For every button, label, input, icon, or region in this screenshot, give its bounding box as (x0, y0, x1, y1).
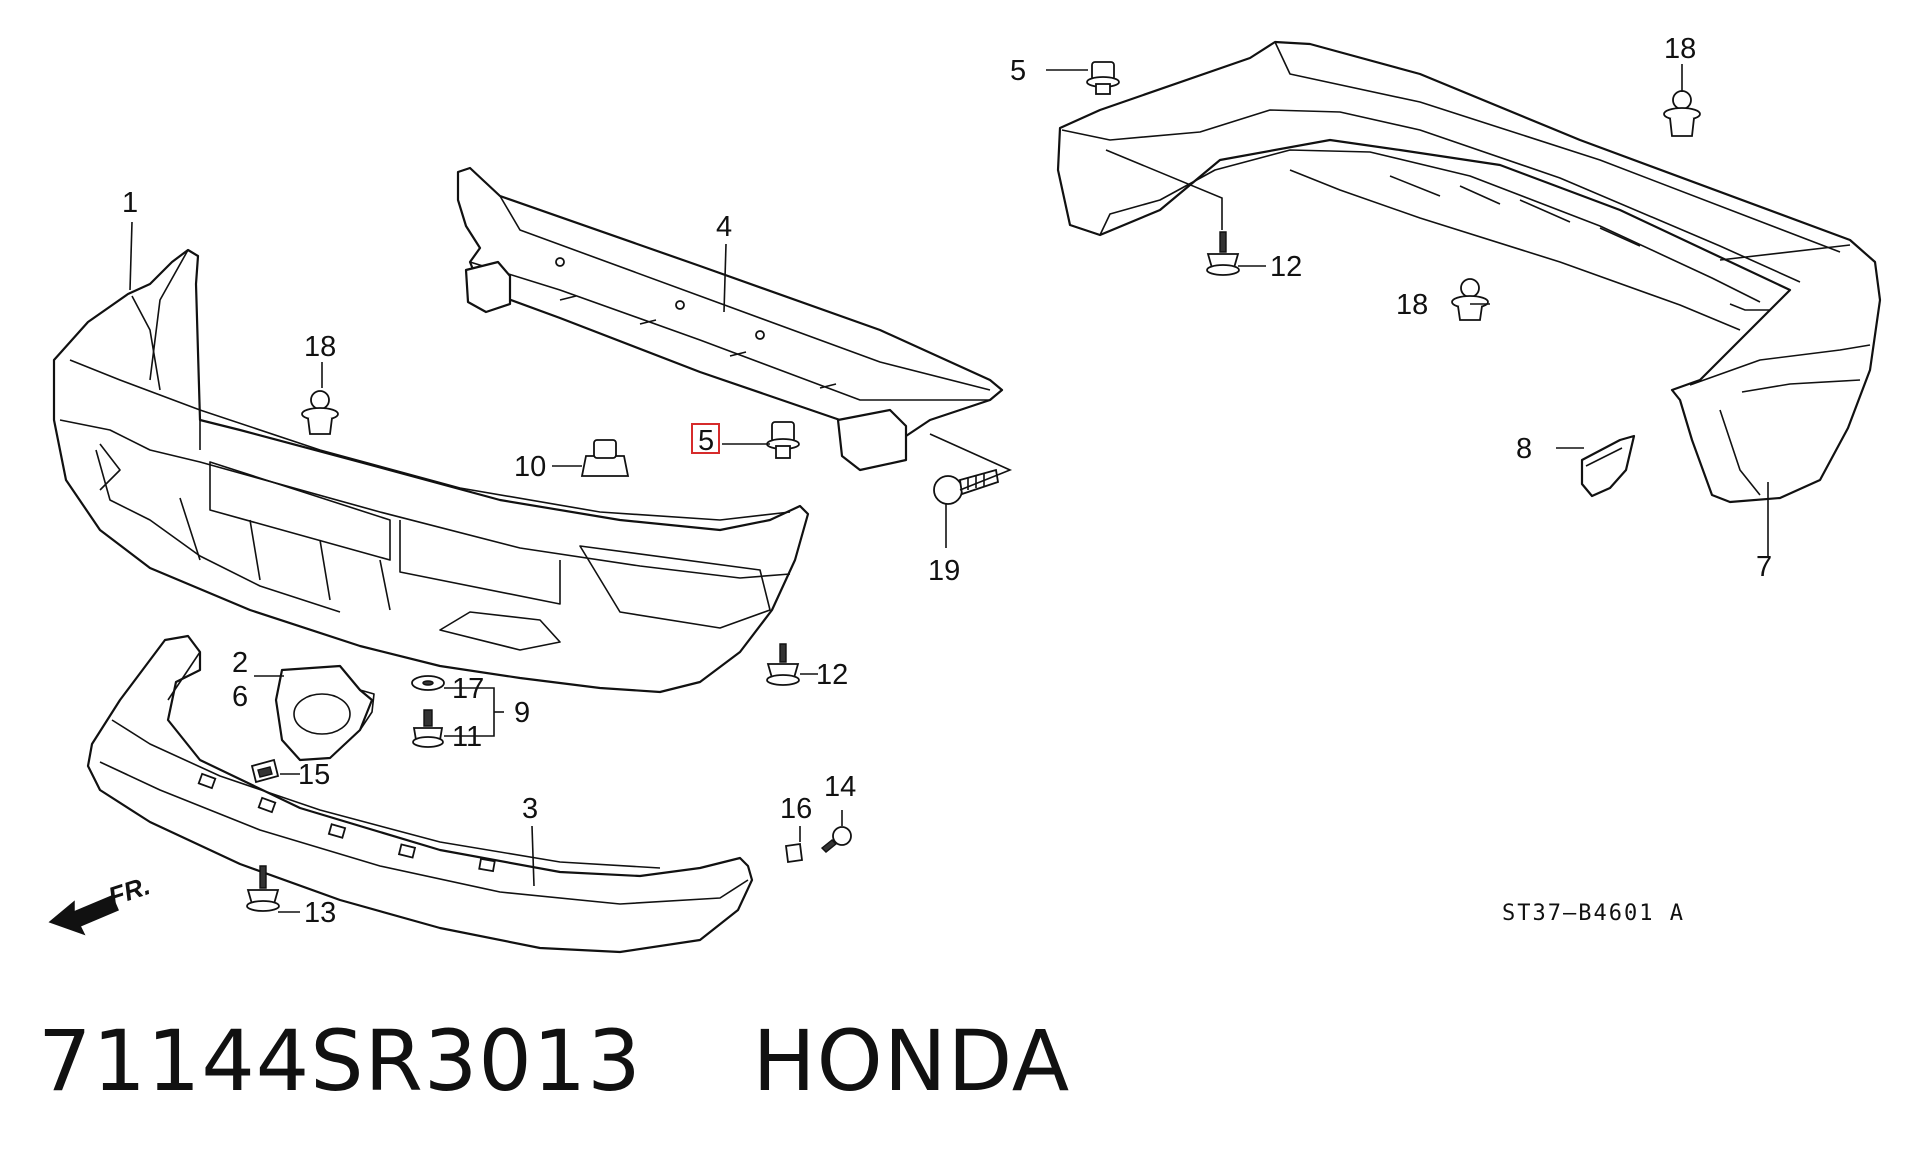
callout-label: 16 (780, 793, 812, 825)
callout-label: 12 (816, 659, 848, 691)
callout-label: 17 (452, 673, 484, 705)
rear-bumper-face (1056, 40, 1882, 504)
push-clip-icon (1663, 90, 1701, 137)
callout-label: 10 (514, 451, 546, 483)
clip-nut-icon (784, 842, 804, 864)
fog-light-bezel (274, 664, 375, 762)
callout-label: 18 (1396, 289, 1428, 321)
clip-icon (1086, 61, 1120, 95)
push-clip-icon (301, 390, 339, 435)
diagram-code: ST37–B4601 A (1502, 901, 1685, 926)
callout-label: 6 (232, 681, 248, 713)
front-bumper-face (52, 248, 810, 694)
washer-icon (411, 675, 445, 691)
screw-icon (246, 865, 280, 912)
front-direction-marker: FR. (48, 870, 154, 936)
front-reinforcement-beam (456, 166, 1004, 472)
clip-nut-icon (580, 439, 630, 477)
side-spacer (1580, 434, 1636, 498)
screw-icon (820, 826, 852, 853)
clip-nut-icon (250, 758, 280, 784)
callout-label: 3 (522, 793, 538, 825)
callout-label: 2 (232, 647, 248, 679)
callout-label: 1 (122, 187, 138, 219)
callout-label: 18 (1664, 33, 1696, 65)
callout-label: 15 (298, 759, 330, 791)
callout-label: 13 (304, 897, 336, 929)
push-clip-icon (1451, 278, 1489, 321)
part-number-caption: 71144SR3013 HONDA (38, 1012, 1071, 1110)
front-spoiler (86, 634, 754, 954)
callout-label: 5 (698, 425, 714, 457)
clip-icon (766, 421, 800, 459)
screw-icon (1206, 231, 1240, 276)
callout-label: 4 (716, 211, 732, 243)
callout-label: 8 (1516, 433, 1532, 465)
callout-label: 9 (514, 697, 530, 729)
direction-label: FR. (105, 870, 154, 911)
callout-label: 19 (928, 555, 960, 587)
callout-label: 14 (824, 771, 856, 803)
callout-label: 7 (1756, 551, 1772, 583)
callout-label: 18 (304, 331, 336, 363)
callout-label: 12 (1270, 251, 1302, 283)
highlight-box (691, 423, 720, 454)
callout-label: 11 (452, 721, 482, 753)
screw-icon (766, 643, 800, 686)
callout-label: 5 (1010, 55, 1026, 87)
bolt-icon (412, 709, 444, 748)
